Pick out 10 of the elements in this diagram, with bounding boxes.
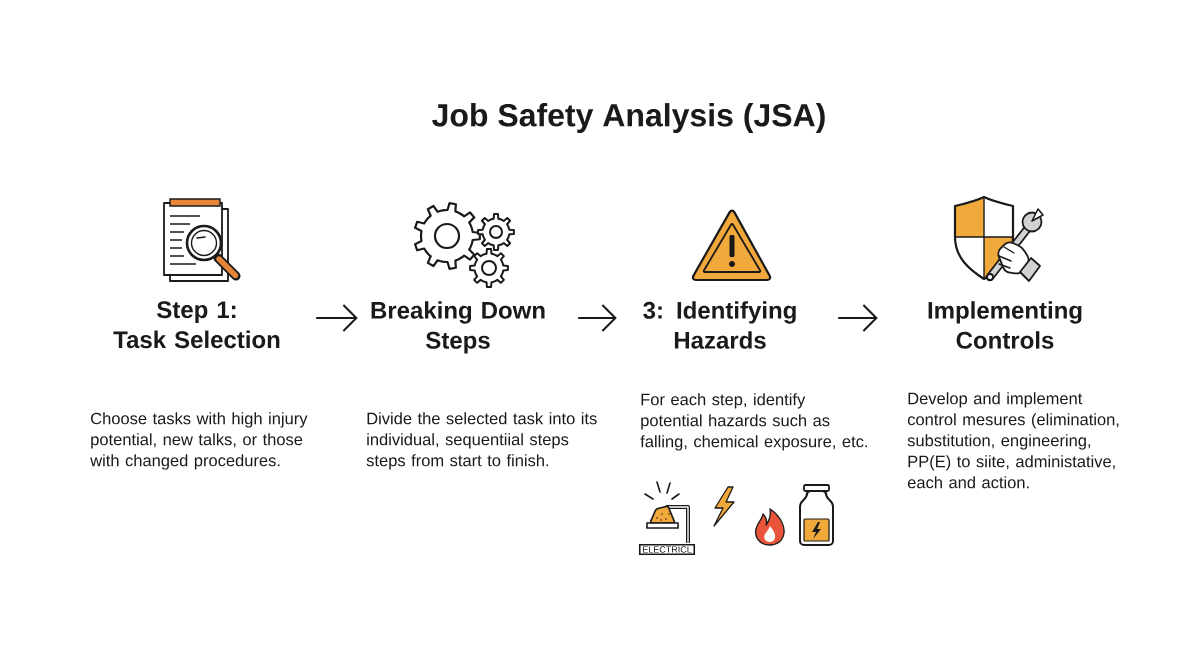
title: Job Safety Analysis (JSA) — [432, 103, 825, 133]
step-heading: Implementing Controls — [928, 301, 1082, 349]
description-text: For each step, identify potential hazards such as falling, chemical exposure, etc. — [640, 393, 867, 451]
step-heading: Step 1: Task Selection — [113, 301, 280, 349]
description-text: Develop and implement control mesures (elimination, substitution, engineering, PP(E) to siite, administative, each and action. — [907, 392, 1119, 489]
step-heading: Breaking Down Steps — [371, 301, 545, 354]
description-text: Choose tasks with high injury potential, new talks, or those with changed procedures. — [90, 412, 308, 470]
step-heading: 3: Identifying Hazards — [643, 301, 796, 349]
description-text: Divide the selected task into its individual, sequentiial steps steps from start to finish. — [366, 412, 597, 470]
sign-plate: ELECTRICL — [638, 544, 696, 555]
